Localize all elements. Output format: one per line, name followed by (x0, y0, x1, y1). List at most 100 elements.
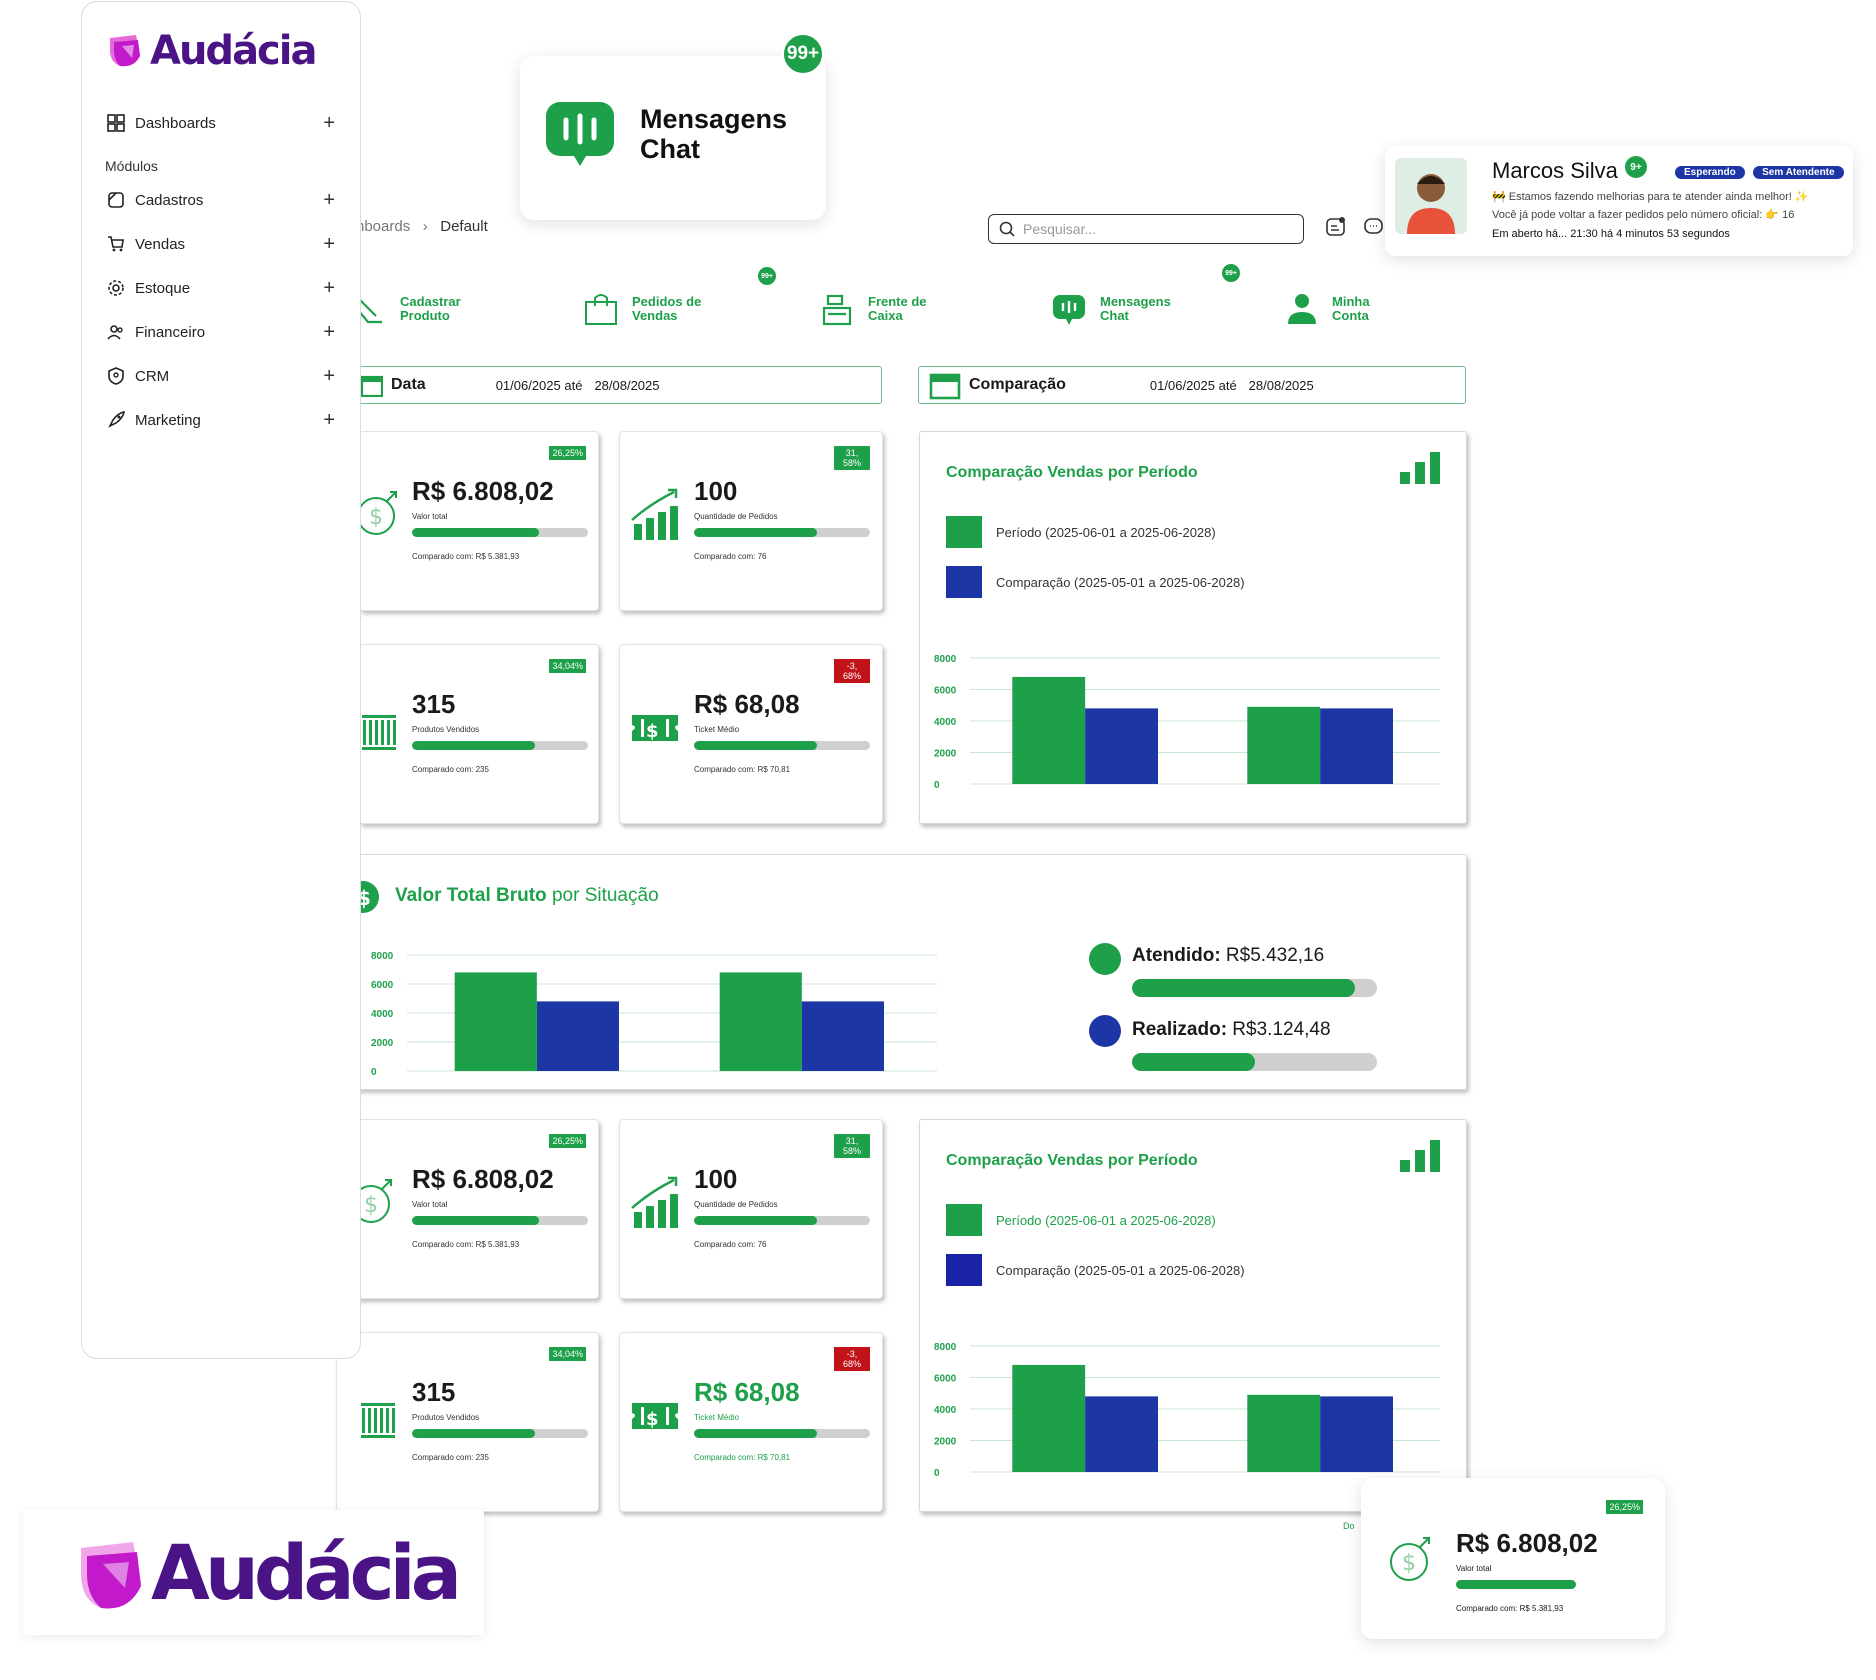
kpi-value: 100 (694, 476, 738, 506)
status-tag: Sem Atendente (1753, 166, 1844, 179)
y-tick-label: 0 (934, 1468, 940, 1479)
kpi-compare: Comparado com: 235 (412, 765, 489, 774)
expand-icon[interactable]: + (323, 364, 335, 387)
percent-badge: -3, 68% (834, 1347, 870, 1371)
date-to[interactable]: 28/08/2025 (1248, 377, 1314, 393)
shortcut-label: Chat (1100, 308, 1129, 323)
expand-icon[interactable]: + (323, 232, 335, 255)
date-to[interactable]: 28/08/2025 (594, 377, 660, 393)
growth-chart-icon (631, 488, 678, 540)
y-tick-label: 6000 (934, 686, 957, 697)
sidebar-item-crm[interactable]: CRM + (105, 361, 335, 391)
sidebar-item-cadastros[interactable]: Cadastros + (105, 185, 335, 215)
percent-badge: 26,25% (1606, 1500, 1643, 1514)
compare-filter[interactable]: Comparação 01/06/2025 até 28/08/2025 (918, 366, 1466, 404)
expand-icon[interactable]: + (323, 408, 335, 431)
bar (1012, 676, 1086, 784)
chat-title-line: Chat (640, 134, 700, 164)
bag-icon (585, 294, 617, 325)
chat-popup[interactable]: Mensagens Chat (520, 56, 826, 220)
sidebar-item-vendas[interactable]: Vendas + (105, 229, 335, 259)
notification-badge: 99+ (1222, 264, 1240, 282)
sidebar-item-estoque[interactable]: Estoque + (105, 273, 335, 303)
kpi-card-ticket: -3, 68% $ R$ 68,08 Ticket Médio Comparad… (619, 644, 883, 824)
percent-badge: 31, 58% (834, 446, 870, 470)
y-tick-label: 0 (371, 1067, 377, 1078)
sidebar (81, 1, 361, 1359)
kpi-progress (412, 1429, 588, 1438)
brand-logo[interactable]: Audácia (106, 28, 317, 74)
date-filter[interactable]: Data 01/06/2025 até 28/08/2025 (356, 366, 882, 404)
search-input[interactable]: Pesquisar... (988, 214, 1304, 244)
status-value: R$3.124,48 (1227, 1019, 1331, 1040)
kpi-card-produtos: 34,04% 315 Produtos Vendidos Comparado c… (359, 644, 599, 824)
breadcrumb-item[interactable]: hboards (356, 218, 411, 235)
barcode-icon (361, 1403, 395, 1438)
kpi-label: Valor total (412, 512, 448, 521)
kpi-compare: Comparado com: R$ 70,81 (694, 765, 791, 774)
kpi-label: Quantidade de Pedidos (694, 512, 778, 521)
barcode-icon (362, 715, 396, 750)
sidebar-item-financeiro[interactable]: Financeiro + (105, 317, 335, 347)
percent-badge: -3, 68% (834, 659, 870, 683)
kpi-label: Ticket Médio (694, 725, 740, 734)
bar (536, 1001, 619, 1071)
legend-swatch (946, 566, 982, 598)
kpi-label: Valor total (1456, 1564, 1492, 1573)
audacia-logo-icon (110, 35, 140, 67)
shortcut-label: Minha (1332, 294, 1370, 309)
date-from[interactable]: 01/06/2025 até (495, 377, 583, 393)
notification-icon[interactable] (1325, 216, 1347, 243)
kpi-progress (1456, 1580, 1576, 1589)
comparison-panel: Comparação Vendas por Período Período (2… (919, 431, 1467, 824)
y-tick-label: 6000 (371, 980, 394, 991)
percent-badge: 34,04% (549, 659, 586, 673)
user-message-line: 🚧 Estamos fazendo melhorias para te aten… (1492, 191, 1809, 203)
user-tags: Esperando Sem Atendente (1675, 162, 1844, 180)
search-placeholder: Pesquisar... (1023, 221, 1097, 237)
status-tag: Esperando (1675, 166, 1745, 179)
y-tick-label: 8000 (934, 654, 957, 665)
comparison-panel: Comparação Vendas por Período Período (2… (919, 1119, 1467, 1512)
percent-badge: 26,25% (549, 446, 586, 460)
kpi-card-ticket: -3, 68% $ R$ 68,08 Ticket Médio Comparad… (619, 1332, 883, 1512)
expand-icon[interactable]: + (323, 188, 335, 211)
expand-icon[interactable]: + (323, 111, 335, 134)
kpi-card-pedidos: 31, 58% 100 Quantidade de Pedidos Compar… (619, 431, 883, 611)
expand-icon[interactable]: + (323, 276, 335, 299)
notification-badge: 99+ (758, 267, 776, 285)
kpi-card-valor-total: 26,25% $ R$ 6.808,02 Valor total Compara… (336, 1119, 599, 1299)
y-tick-label: 0 (934, 780, 940, 791)
percent-badge: 26,25% (549, 1134, 586, 1148)
kpi-compare: Comparado com: R$ 5.381,93 (1456, 1604, 1564, 1613)
bar (801, 1001, 884, 1071)
sidebar-item-dashboards[interactable]: Dashboards + (105, 108, 335, 138)
y-tick-label: 2000 (934, 749, 957, 760)
status-progress (1132, 979, 1377, 997)
date-from[interactable]: 01/06/2025 até (1149, 377, 1237, 393)
legend-label: Comparação (2025-05-01 a 2025-06-2028) (996, 574, 1245, 590)
box-icon (105, 189, 127, 211)
user-name: Marcos Silva (1492, 158, 1618, 183)
dollar-growth-icon: $ (357, 491, 397, 535)
bar (1012, 1364, 1086, 1472)
status-atendido: Atendido: R$5.432,16 (1132, 945, 1324, 967)
chat-icon[interactable] (1363, 216, 1385, 243)
legend-item: Período (2025-06-01 a 2025-06-2028) (946, 1204, 1216, 1236)
dollar-growth-icon: $ (1390, 1537, 1430, 1581)
expand-icon[interactable]: + (323, 320, 335, 343)
panel-title-bold: Valor Total Bruto (395, 885, 547, 906)
percent-badge: 31, 58% (834, 1134, 870, 1158)
sidebar-item-label: Cadastros (135, 191, 204, 209)
sidebar-item-marketing[interactable]: Marketing + (105, 405, 335, 435)
kpi-progress (694, 741, 870, 750)
svg-text:$: $ (1402, 1551, 1416, 1576)
user-open-time: Em aberto há... 21:30 há 4 minutos 53 se… (1492, 228, 1730, 240)
user-popup[interactable]: Marcos Silva 9+ Esperando Sem Atendente … (1385, 146, 1853, 256)
